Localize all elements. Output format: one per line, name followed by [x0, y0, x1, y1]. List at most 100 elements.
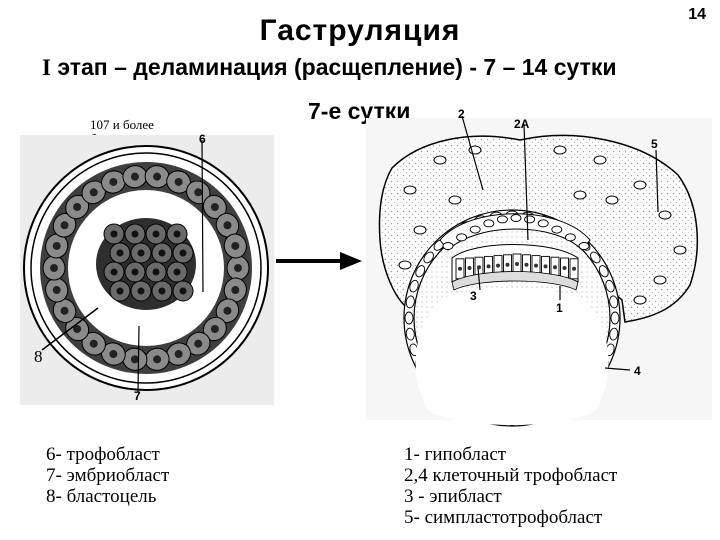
callout-4: 4 [634, 364, 641, 378]
epiblast-nucleus [505, 262, 510, 267]
trophoblast-nucleus [73, 325, 82, 334]
trophoblast-nucleus [109, 350, 118, 359]
embryoblast-nucleus [131, 230, 139, 238]
blastocoel-cavity [415, 288, 609, 425]
syncytio-nucleus [658, 210, 672, 220]
trophoblast-nucleus [174, 350, 183, 359]
subtitle-roman-numeral: I [42, 55, 51, 80]
transition-arrow [276, 252, 362, 270]
embryoblast-nucleus [173, 268, 181, 276]
syncytio-nucleus [605, 195, 619, 205]
legend-item-8: 8- бластоцель [46, 486, 157, 507]
trophoblast-nucleus [223, 306, 232, 315]
legend-left: 6- трофобласт 7- эмбриобласт 8- бластоце… [46, 444, 169, 507]
legend-item-1: 1- гипобласт [404, 444, 507, 465]
cytotrophoblast-cell [409, 279, 419, 293]
embryoblast-cells [103, 223, 194, 302]
callout-2: 2 [458, 107, 465, 121]
subtitle-text: этап – деламинация (расщепление) - 7 – 1… [50, 54, 617, 80]
trophoblast-nucleus [60, 221, 69, 230]
callout-1: 1 [556, 301, 563, 315]
syncytio-nucleus [553, 145, 567, 155]
callout-line-4 [604, 367, 631, 371]
callout-line-5 [655, 149, 659, 213]
trophoblast-nucleus [210, 325, 219, 334]
legend-right: 1- гипобласт 2,4 клеточный трофобласт 3 … [404, 444, 617, 528]
embryoblast-nucleus [110, 230, 118, 238]
trophoblast-nucleus [174, 177, 183, 186]
syncytio-nucleus [673, 245, 687, 255]
trophoblast-cells [42, 165, 250, 371]
cytotrophoblast-cell [405, 327, 415, 341]
cytotrophoblast-cell [405, 295, 415, 309]
callout-6: 6 [199, 132, 206, 146]
page-number: 14 [688, 6, 706, 23]
legend-item-7: 7- эмбриобласт [46, 465, 170, 486]
trophoblast-nucleus [89, 339, 98, 348]
trophoblast-nucleus [153, 172, 162, 181]
trophoblast-nucleus [52, 286, 61, 295]
cytotrophoblast-cell [590, 251, 601, 264]
legend-item-2-4: 2,4 клеточный трофобласт [404, 465, 618, 486]
amnion-cell [524, 215, 536, 224]
epiblast-nucleus [524, 262, 529, 267]
callout-8: 8 [34, 347, 43, 366]
syncytio-nucleus [653, 275, 667, 285]
trophoblast-nucleus [60, 306, 69, 315]
callout-line-3 [477, 267, 481, 291]
cytotrophoblast-cell [423, 251, 434, 264]
trophoblast-nucleus [194, 339, 203, 348]
callout-3: 3 [470, 289, 477, 303]
trophoblast-nucleus [231, 286, 240, 295]
callout-7: 7 [134, 389, 141, 403]
amnion-cell [551, 225, 563, 234]
embryoblast-nucleus [179, 249, 187, 257]
amnion-cell [564, 233, 576, 242]
trophoblast-nucleus [194, 188, 203, 197]
legend-item-6: 6- трофобласт [46, 444, 160, 465]
epiblast-cells [455, 253, 579, 280]
amnion-cell [469, 225, 481, 234]
syncytio-nucleus [593, 155, 607, 165]
embryoblast-nucleus [152, 230, 160, 238]
epiblast-nucleus [467, 266, 472, 270]
embryoblast-nucleus [158, 249, 166, 257]
trophoblast-nucleus [130, 172, 139, 181]
amnion-cell [442, 242, 454, 250]
amnion-cell [578, 242, 590, 250]
syncytio-nucleus [573, 190, 587, 200]
slide-subtitle: I этап – деламинация (расщепление) - 7 –… [42, 54, 617, 81]
trophoblast-nucleus [50, 264, 58, 272]
embryoblast-nucleus [131, 268, 139, 276]
embryoblast-nucleus [158, 287, 166, 295]
cytotrophoblast-cell [609, 295, 619, 309]
trophoblast-nucleus [234, 264, 242, 272]
cell-count-line1: 107 и более [90, 117, 154, 132]
cytotrophoblast-cell [598, 265, 609, 278]
callout-5: 5 [651, 137, 658, 151]
trophoblast-nucleus [52, 241, 61, 250]
syncytio-nucleus [433, 155, 447, 165]
syncytio-nucleus [398, 260, 412, 270]
syncytio-nucleus [403, 185, 417, 195]
callout-line-2a [523, 123, 529, 241]
embryoblast-nucleus [179, 287, 187, 295]
callout-line-8 [41, 307, 99, 351]
epiblast-nucleus [534, 263, 538, 268]
cytotrophoblast-cell [415, 265, 426, 278]
trophoblast-nucleus [210, 202, 219, 211]
syncytio-nucleus [633, 295, 647, 305]
syncytio-nucleus [448, 195, 462, 205]
syncytio-nucleus [633, 180, 647, 190]
amnion-cell [456, 233, 468, 242]
trophoblast-nucleus [231, 241, 240, 250]
cytotrophoblast-cell [610, 311, 620, 325]
epiblast-nucleus [553, 265, 557, 270]
embryoblast-nucleus [152, 268, 160, 276]
trophoblast-nucleus [223, 221, 232, 230]
legend-item-3: 3 - эпибласт [404, 486, 502, 507]
embryoblast-nucleus [137, 249, 145, 257]
amnion-cell [496, 215, 508, 224]
cytotrophoblast-cell [605, 279, 615, 293]
